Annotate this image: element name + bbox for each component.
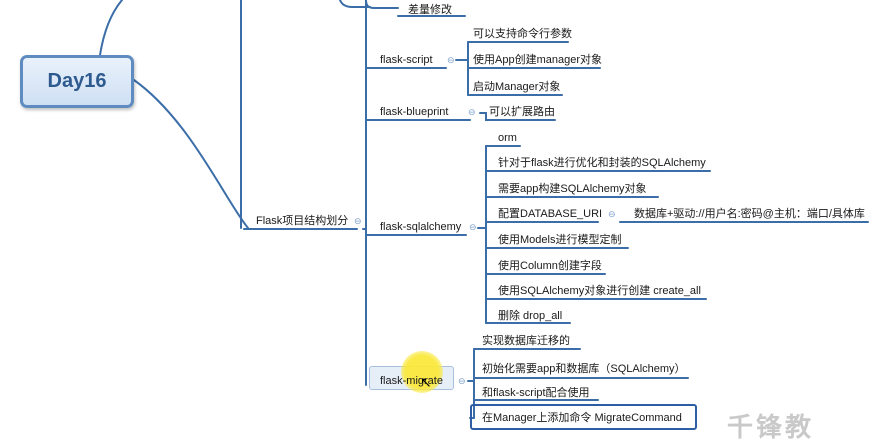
branch-collapse-icon[interactable]: ⊖: [354, 216, 362, 226]
migrate-collapse-icon[interactable]: ⊖: [458, 376, 466, 386]
watermark-logo: 千锋教: [727, 412, 815, 442]
sqlalchemy-collapse-icon[interactable]: ⊖: [469, 222, 477, 232]
groups-spine-upper: [362, 0, 367, 230]
blueprint-collapse-icon[interactable]: ⊖: [468, 107, 476, 117]
root-node[interactable]: Day16: [20, 55, 134, 108]
group-migrate[interactable]: flask-migrate: [380, 375, 443, 387]
migrate-item-2[interactable]: 初始化需要app和数据库（SQLAlchemy）: [482, 363, 686, 375]
sqlalchemy-uri-detail[interactable]: 数据库+驱动://用户名:密码@主机：端口/具体库: [634, 208, 865, 220]
uri-collapse-icon[interactable]: ⊖: [608, 209, 616, 219]
sqlalchemy-item-2[interactable]: 针对于flask进行优化和封装的SQLAlchemy: [498, 157, 706, 169]
sqlalchemy-item-1[interactable]: orm: [498, 132, 517, 144]
root-label: Day16: [47, 70, 107, 92]
migrate-item-4[interactable]: 在Manager上添加命令 MigrateCommand: [482, 412, 682, 424]
sqlalchemy-item-3[interactable]: 需要app构建SQLAlchemy对象: [498, 183, 647, 195]
branch-node[interactable]: Flask项目结构划分: [256, 215, 349, 227]
sqlalchemy-item-7[interactable]: 使用SQLAlchemy对象进行创建 create_all: [498, 285, 701, 297]
root-connector-branch: [133, 79, 249, 229]
sqlalchemy-item-5[interactable]: 使用Models进行模型定制: [498, 234, 622, 246]
group-script[interactable]: flask-script: [380, 54, 433, 66]
top-partial-node[interactable]: 差量修改: [408, 4, 452, 16]
sqlalchemy-item-4[interactable]: 配置DATABASE_URI: [498, 208, 603, 220]
script-item-2[interactable]: 使用App创建manager对象: [473, 54, 602, 66]
sqlalchemy-item-8[interactable]: 删除 drop_all: [498, 310, 563, 322]
script-item-1[interactable]: 可以支持命令行参数: [473, 28, 572, 40]
blueprint-item-1[interactable]: 可以扩展路由: [489, 106, 555, 118]
top-partial-link-2: [339, 0, 371, 8]
migrate-item-3[interactable]: 和flask-script配合使用: [482, 387, 590, 399]
sqlalchemy-item-6[interactable]: 使用Column创建字段: [498, 260, 602, 272]
script-collapse-icon[interactable]: ⊖: [447, 55, 455, 65]
cursor-highlight: [401, 351, 443, 393]
cursor-icon: ↖: [420, 374, 432, 390]
root-connector-upper: [99, 0, 123, 56]
group-blueprint[interactable]: flask-blueprint: [380, 106, 449, 118]
migrate-item-4-box[interactable]: [470, 404, 697, 430]
script-item-3[interactable]: 启动Manager对象: [473, 81, 561, 93]
group-sqlalchemy[interactable]: flask-sqlalchemy: [380, 221, 462, 233]
migrate-item-1[interactable]: 实现数据库迁移的: [482, 335, 570, 347]
